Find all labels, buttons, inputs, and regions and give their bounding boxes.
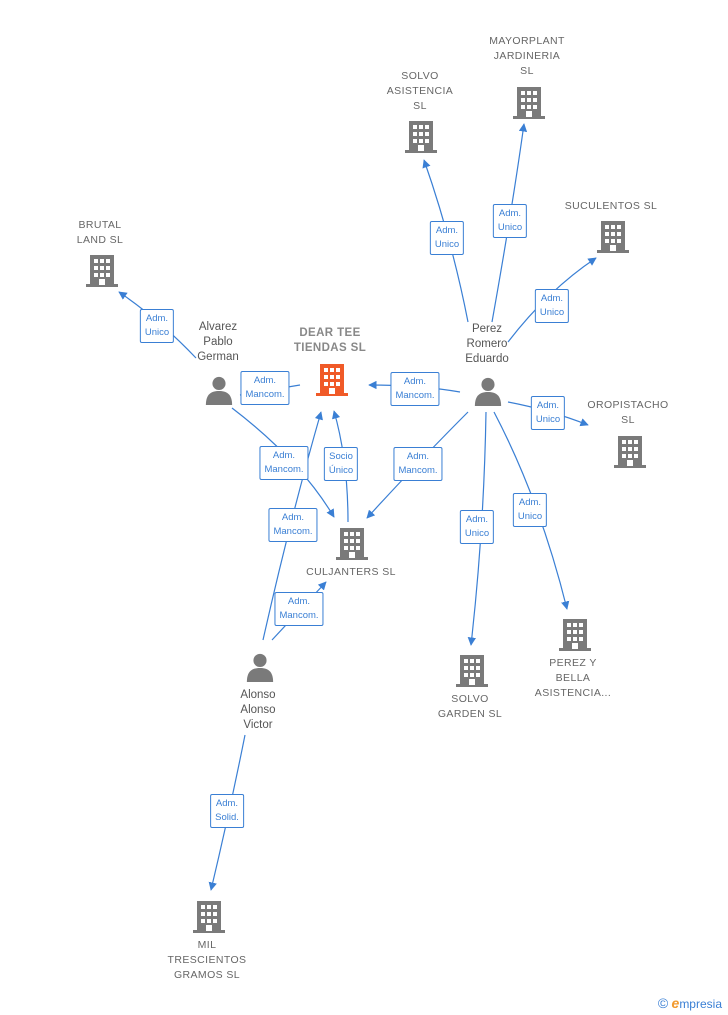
role-box[interactable]: Adm. Unico [492, 204, 528, 238]
role-box[interactable]: Adm. Unico [459, 510, 495, 544]
brand-name: mpresia [679, 997, 722, 1011]
building-icon[interactable] [559, 619, 591, 651]
node-oropistacho[interactable]: OROPISTACHO SL [587, 399, 669, 426]
building-icon[interactable] [597, 221, 629, 253]
role-box[interactable]: Adm. Unico [512, 493, 548, 527]
footer-brand: © empresia [658, 995, 722, 1011]
node-mil-trescientos-gramos[interactable]: MIL TRESCIENTOS GRAMOS SL [167, 939, 247, 981]
role-box[interactable]: Adm. Mancom. [274, 592, 324, 626]
person-icon[interactable] [205, 376, 233, 405]
role-box[interactable]: Adm. Mancom. [240, 371, 290, 405]
node-icons [86, 87, 646, 933]
person-icon[interactable] [246, 653, 274, 682]
building-icon[interactable] [513, 87, 545, 119]
node-brutal-land[interactable]: BRUTAL LAND SL [76, 219, 124, 246]
person-icon[interactable] [474, 377, 502, 406]
role-box[interactable]: Adm. Unico [429, 221, 465, 255]
brand-logo-initial: e [671, 995, 680, 1011]
building-icon[interactable] [614, 436, 646, 468]
role-box[interactable]: Adm. Unico [534, 289, 570, 323]
node-suculentos[interactable]: SUCULENTOS SL [564, 200, 658, 212]
building-icon[interactable] [193, 901, 225, 933]
role-box[interactable]: Adm. Solid. [210, 794, 244, 828]
role-box[interactable]: Adm. Unico [139, 309, 175, 343]
role-box[interactable]: Adm. Mancom. [390, 372, 440, 406]
node-culjanters[interactable]: CULJANTERS SL [306, 566, 396, 578]
node-alonso-alonso-victor[interactable]: Alonso Alonso Victor [240, 689, 276, 731]
node-alvarez-pablo-german[interactable]: Alvarez Pablo German [197, 321, 239, 363]
node-solvo-asistencia[interactable]: SOLVO ASISTENCIA SL [386, 70, 454, 112]
building-icon[interactable] [336, 528, 368, 560]
role-box[interactable]: Adm. Unico [530, 396, 566, 430]
node-solvo-garden[interactable]: SOLVO GARDEN SL [437, 693, 503, 720]
building-icon[interactable] [456, 655, 488, 687]
node-dear-tee-tiendas[interactable]: DEAR TEE TIENDAS SL [293, 327, 367, 354]
node-perez-romero-eduardo[interactable]: Perez Romero Eduardo [465, 323, 509, 365]
role-box[interactable]: Adm. Mancom. [393, 447, 443, 481]
role-box[interactable]: Adm. Mancom. [268, 508, 318, 542]
copyright-symbol: © [657, 995, 669, 1011]
main-company-building-icon[interactable] [316, 364, 348, 396]
building-icon[interactable] [405, 121, 437, 153]
role-box[interactable]: Socio Único [323, 447, 359, 481]
building-icon[interactable] [86, 255, 118, 287]
node-perez-bella-asistencia[interactable]: PEREZ Y BELLA ASISTENCIA... [534, 657, 612, 699]
node-mayorplant-jardineria[interactable]: MAYORPLANT JARDINERIA SL [489, 35, 565, 77]
role-box[interactable]: Adm. Mancom. [259, 446, 309, 480]
